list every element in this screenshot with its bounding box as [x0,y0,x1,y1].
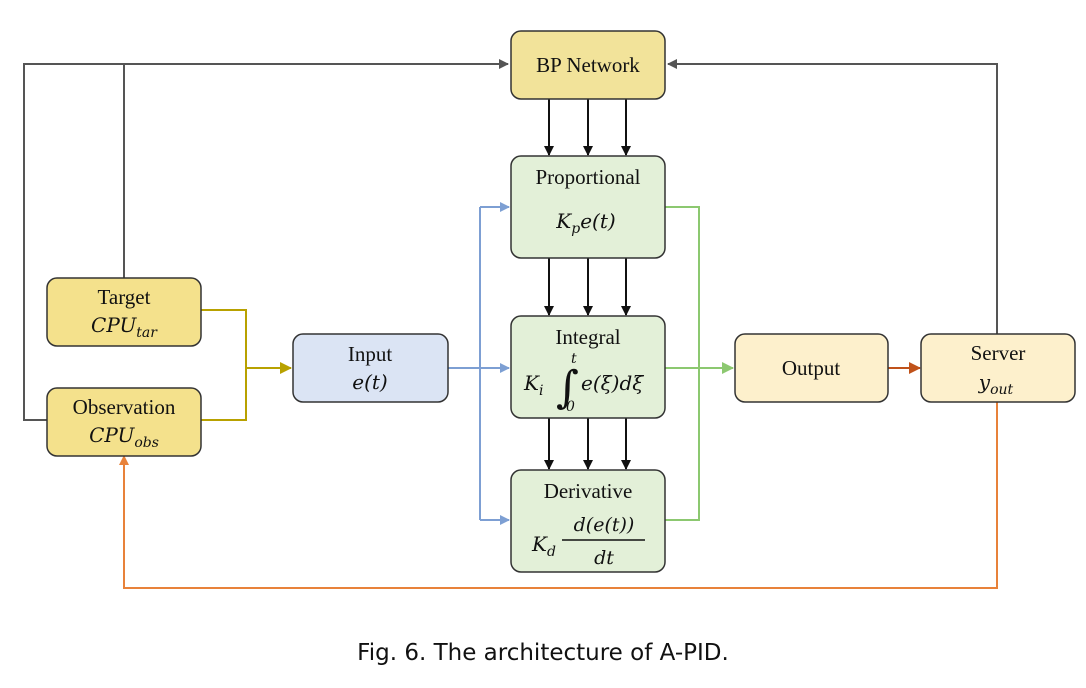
output-node: Output [734,333,889,403]
input-label: Input [348,342,392,366]
pid-to-output-edges [665,206,733,521]
target-formula: CPUtar [91,313,158,341]
integral-to-derivative-arrows [544,418,631,470]
server-label: Server [971,341,1026,365]
target-node: Target CPUtar [46,277,202,347]
target-label: Target [98,285,151,309]
input-node: Input e(t) [292,333,449,403]
bp-to-proportional-arrows [544,99,631,156]
bp-network-node: BP Network [510,30,666,100]
proportional-label: Proportional [536,165,641,189]
integral-sign: ∫ [556,362,579,413]
server-node: Server yout [920,333,1076,403]
derivative-denominator: dt [594,547,614,569]
output-label: Output [782,356,841,380]
proportional-node: Proportional Kpe(t) [510,155,666,259]
observation-formula: CPUobs [89,423,159,451]
input-to-pid-edges [448,207,481,520]
proportional-to-integral-arrows [544,258,631,316]
integral-node: Integral Ki ∫ t 0 e(ξ)dξ [510,315,666,419]
server-to-bp-edge [667,59,998,334]
observation-to-bp-edge [23,59,509,421]
integral-label: Integral [555,325,620,349]
integral-expr: e(ξ)dξ [581,371,644,395]
input-formula: e(t) [352,370,387,394]
derivative-node: Derivative Kd d(e(t)) dt [510,469,666,573]
observation-to-input-edge [201,362,292,421]
server-to-observation-edge [119,402,998,589]
integral-lower-limit: 0 [566,399,575,415]
integral-k: Ki [523,371,543,399]
derivative-k: Kd [531,532,556,560]
proportional-formula: Kpe(t) [555,209,615,237]
integral-upper-limit: t [571,351,577,367]
target-to-input-edge [201,309,247,368]
observation-node: Observation CPUobs [46,387,202,457]
observation-label: Observation [73,395,176,419]
figure-caption: Fig. 6. The architecture of A-PID. [357,640,729,666]
server-formula: yout [978,370,1014,398]
derivative-numerator: d(e(t)) [574,514,635,536]
bp-network-label: BP Network [536,53,640,77]
derivative-label: Derivative [544,479,633,503]
